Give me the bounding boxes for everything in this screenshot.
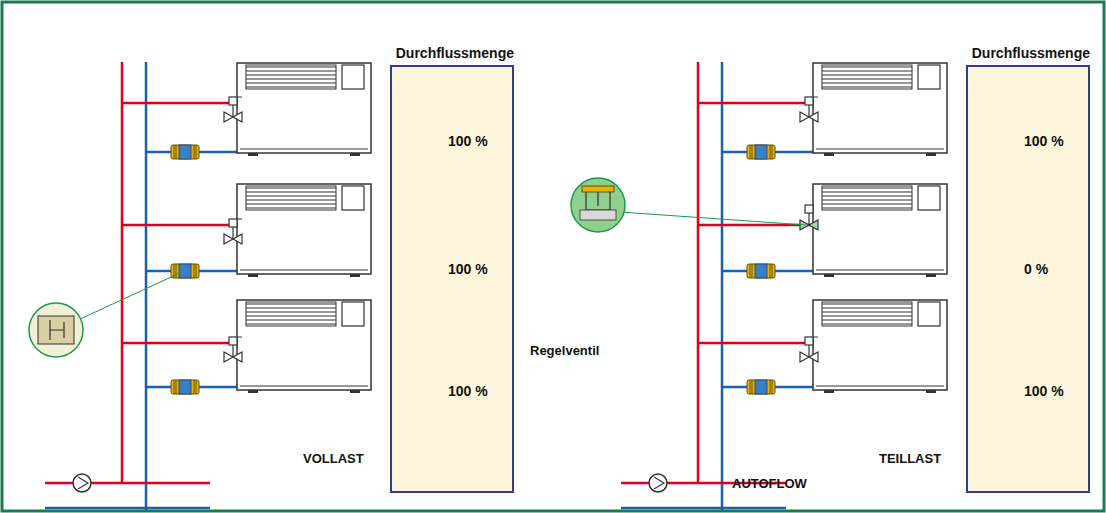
text-label: TEILLAST [879,451,941,466]
flow-value: 100 % [1024,383,1064,399]
flow-panel: Durchflussmenge100 %0 %100 % [966,65,1090,493]
text-label: Regelventil [530,343,599,358]
text-label: VOLLAST [303,451,364,466]
flow-value: 100 % [448,133,488,149]
panel-heading: Durchflussmenge [396,45,514,61]
flow-panel: Durchflussmenge100 %100 %100 % [390,65,514,493]
panel-heading: Durchflussmenge [972,45,1090,61]
text-label: AUTOFLOW [732,476,807,491]
flow-value: 100 % [448,261,488,277]
flow-value: 100 % [1024,133,1064,149]
flow-value: 0 % [1024,261,1048,277]
flow-value: 100 % [448,383,488,399]
